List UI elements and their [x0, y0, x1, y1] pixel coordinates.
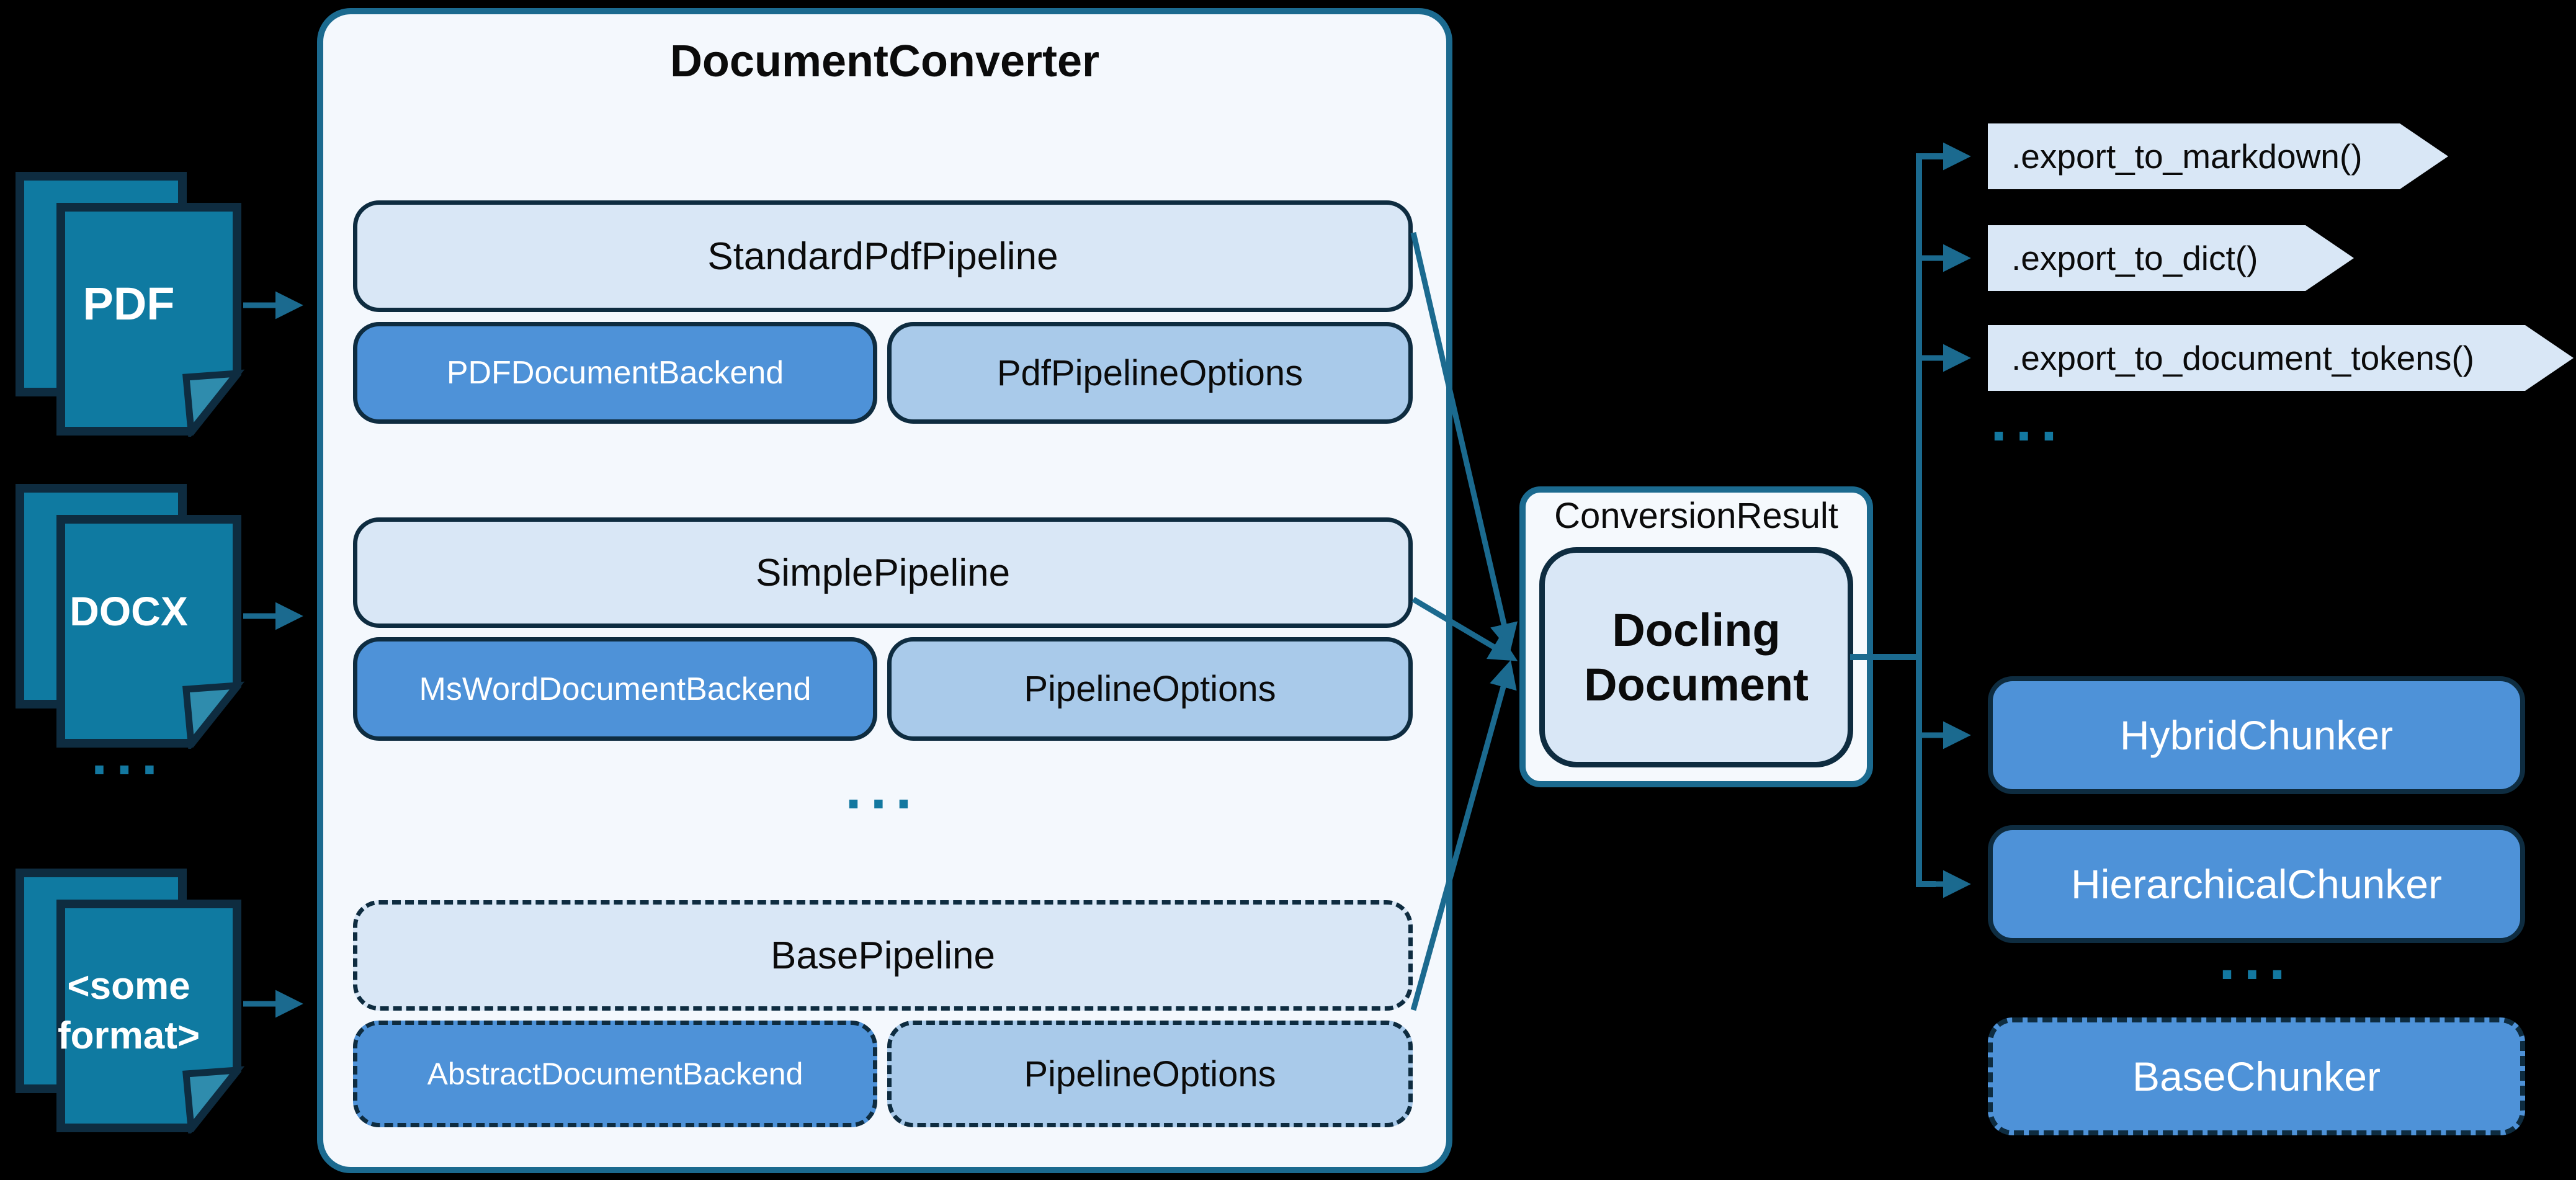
chunkers-ellipsis: ... [2219, 926, 2294, 992]
some-format-label-line2: format> [57, 1014, 200, 1057]
docling-document-box: Docling Document [1539, 547, 1853, 767]
abstract-document-backend-box: AbstractDocumentBackend [353, 1021, 877, 1127]
pdf-pipeline-options-box: PdfPipelineOptions [887, 322, 1413, 424]
docx-label: DOCX [69, 588, 188, 634]
hierarchical-chunker-box: HierarchicalChunker [1988, 825, 2525, 943]
pipeline-options-box: PipelineOptions [887, 637, 1413, 741]
standard-pdf-pipeline-box: StandardPdfPipeline [353, 200, 1413, 312]
document-converter-title: DocumentConverter [669, 37, 1100, 86]
export-to-markdown-tag: .export_to_markdown() [1988, 123, 2448, 189]
pdf-document-backend-box: PDFDocumentBackend [353, 322, 877, 424]
base-pipeline-options-box: PipelineOptions [887, 1021, 1413, 1127]
base-pipeline-box: BasePipeline [353, 900, 1413, 1011]
docling-document-line1: Docling [1612, 604, 1781, 656]
export-to-document-tokens-tag: .export_to_document_tokens() [1988, 325, 2574, 391]
pdf-label: PDF [83, 278, 175, 329]
some-format-documents-icon [16, 869, 245, 1133]
branch-trunk-line [1916, 153, 1961, 887]
export-to-dict-tag: .export_to_dict() [1988, 225, 2354, 291]
exports-ellipsis: ... [1990, 388, 2066, 454]
msword-document-backend-box: MsWordDocumentBackend [353, 637, 877, 741]
docx-documents-icon [16, 484, 245, 749]
converter-ellipsis: ... [845, 756, 921, 821]
simple-pipeline-box: SimplePipeline [353, 517, 1413, 628]
some-format-label-line1: <some [67, 965, 190, 1008]
sources-ellipsis: ... [91, 722, 167, 787]
conversion-result-label: ConversionResult [1554, 496, 1838, 536]
pdf-documents-icon [16, 172, 245, 437]
hybrid-chunker-box: HybridChunker [1988, 676, 2525, 794]
docling-document-line2: Document [1584, 658, 1809, 710]
base-chunker-box: BaseChunker [1988, 1017, 2525, 1135]
